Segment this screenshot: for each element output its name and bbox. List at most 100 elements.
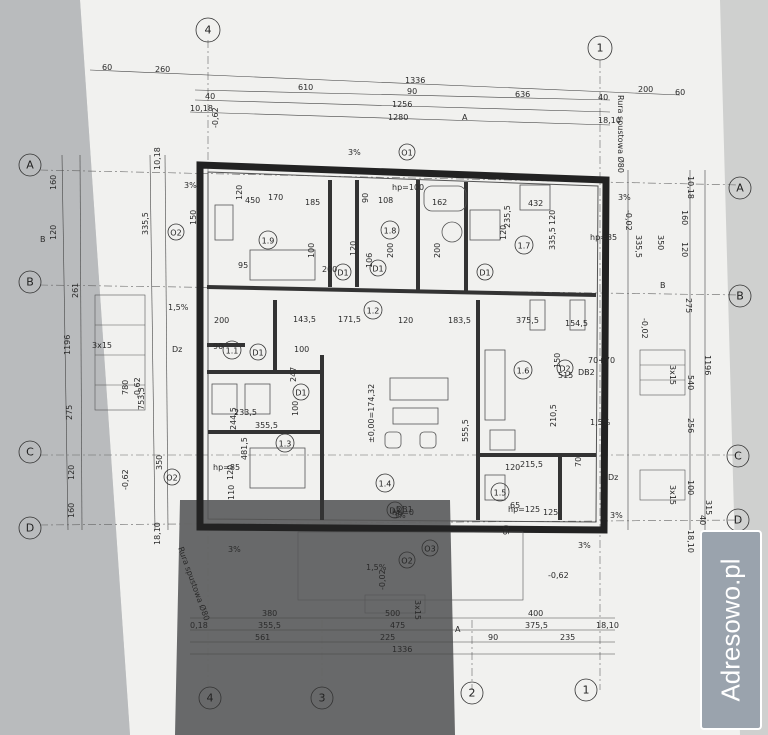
- terrace: [297, 531, 524, 614]
- inner-dim-0: 450: [245, 196, 260, 205]
- level-center: ±0,00=174,32: [367, 384, 376, 443]
- photo-shadow: [175, 500, 455, 735]
- left-dim-1: 120: [49, 225, 58, 240]
- bottom-dim-row1-2: 400: [528, 609, 543, 618]
- inner-dim-13: 95: [238, 261, 248, 270]
- axis-marker-label: 1.5: [494, 489, 507, 498]
- inner-dim-42: 70: [574, 457, 583, 467]
- axis-marker-label: O1: [401, 149, 412, 158]
- left-dim-2: 261: [71, 283, 80, 298]
- axis-marker-left-B: B: [18, 270, 42, 294]
- background-left: [0, 0, 130, 735]
- axis-marker-label: 1: [597, 42, 604, 55]
- stairs-right: [639, 349, 686, 501]
- axis-marker-label: 4: [207, 692, 214, 705]
- inner-dim-11: 335,5: [548, 227, 557, 250]
- right-dim-1: 120: [680, 242, 689, 257]
- axis-marker-label: 1.3: [279, 440, 292, 449]
- hp-label-2: hp=85: [213, 463, 240, 472]
- axis-marker-label: D3: [389, 507, 400, 516]
- top-dim-row2-2: 636: [515, 90, 530, 99]
- inner-dim-17: 200: [322, 265, 337, 274]
- right-dim-3: 1196: [703, 355, 712, 375]
- axis-marker-label: O3: [424, 545, 435, 554]
- axis-marker-right-A: A: [728, 176, 752, 200]
- top-dim-row1-1: 260: [155, 65, 170, 74]
- inner-dim-33: 233,5: [234, 408, 257, 417]
- stairs-mark-0: 3x15: [92, 341, 112, 350]
- left-dim-7: 335,5: [141, 212, 150, 235]
- bottom-dim-row2-4: 18,10: [596, 621, 619, 630]
- inner-dim-39: 110: [227, 485, 236, 500]
- left-dim-9: 753,5: [137, 387, 146, 410]
- dz-mark-0: Dz: [172, 345, 182, 354]
- stairs-mark-3: 3x15: [413, 600, 422, 620]
- top-dim-row1-0: 60: [102, 63, 112, 72]
- left-dim-12: 18,10: [153, 522, 162, 545]
- slope-mark-8: 3%: [393, 511, 406, 520]
- inner-dim-40: 215,5: [520, 460, 543, 469]
- right-dim-4: 540: [686, 375, 695, 390]
- level-mark-5: -0,02: [378, 569, 387, 590]
- axis-marker-bottom-4: 4: [198, 686, 222, 710]
- left-dim-4: 275: [65, 405, 74, 420]
- left-dim-3: 1196: [63, 335, 72, 355]
- db-mark-0: DB2: [578, 368, 595, 377]
- axis-marker-label: C: [734, 450, 742, 463]
- door-mark-5: D2: [556, 359, 574, 377]
- door-mark-4: D1: [369, 259, 387, 277]
- door-mark-6: D3: [386, 501, 404, 519]
- axis-marker-label: D1: [295, 389, 306, 398]
- axis-marker-label: 1.4: [379, 480, 392, 489]
- axis-marker-right-B: B: [728, 284, 752, 308]
- axis-marker-label: D2: [559, 365, 570, 374]
- axis-marker-top-1: 1: [587, 35, 613, 61]
- left-dim-0: 160: [49, 175, 58, 190]
- inner-dim-37: 244,5: [229, 407, 238, 430]
- top-dim-row1-3: 200: [638, 85, 653, 94]
- top-dim-row2-0: 610: [298, 83, 313, 92]
- inner-dim-1: 120: [235, 185, 244, 200]
- axis-marker-label: D1: [479, 269, 490, 278]
- room-number-1.6: 1.6: [513, 360, 533, 380]
- slope-mark-2: 3%: [618, 193, 631, 202]
- axis-marker-label: 1.8: [384, 227, 397, 236]
- axis-marker-label: B: [736, 290, 744, 303]
- level-mark-3: -0,02: [640, 318, 649, 339]
- axis-marker-label: O2: [166, 474, 177, 483]
- axis-marker-label: O2: [401, 557, 412, 566]
- axis-marker-bottom-2: 2: [460, 681, 484, 705]
- axis-marker-label: D: [26, 522, 34, 535]
- top-dim-row4-1: 1280: [388, 113, 408, 122]
- hp-label-0: hp=100: [392, 183, 424, 192]
- hp-label-1: hp=85: [590, 233, 617, 242]
- top-dimensions: [89, 69, 681, 126]
- axis-marker-label: 4: [205, 24, 212, 37]
- room-number-1.9: 1.9: [258, 230, 278, 250]
- right-dim-2: 275: [684, 298, 693, 313]
- inner-dim-46: 70+70: [588, 356, 615, 365]
- bottom-dim-row2-0: 0,18: [190, 621, 208, 630]
- axis-marker-label: A: [736, 182, 744, 195]
- bottom-dim-row1-1: 500: [385, 609, 400, 618]
- inner-dim-22: 200: [214, 316, 229, 325]
- left-dim-10: 350: [155, 455, 164, 470]
- window-mark-1: O2: [167, 223, 185, 241]
- door-mark-1: D1: [476, 263, 494, 281]
- bottom-dim-row1-0: 380: [262, 609, 277, 618]
- right-dim-7: 315: [704, 500, 713, 515]
- inner-dim-14: 100: [307, 243, 316, 258]
- inner-dim-9: 120: [499, 225, 508, 240]
- outer-walls: [196, 161, 610, 534]
- left-dim-8: 780: [121, 380, 130, 395]
- inner-dim-35: 100: [291, 401, 300, 416]
- axis-marker-label: 2: [469, 687, 476, 700]
- bottom-dim-row2-3: 375,5: [525, 621, 548, 630]
- watermark-badge: Adresowo.pl: [700, 530, 762, 730]
- inner-dim-3: 185: [305, 198, 320, 207]
- section-mark-3: B: [660, 281, 666, 290]
- inner-dim-16: 106: [365, 253, 374, 268]
- bottom-dim-row3-3: 235: [560, 633, 575, 642]
- right-dim-10: 18,10: [686, 530, 695, 553]
